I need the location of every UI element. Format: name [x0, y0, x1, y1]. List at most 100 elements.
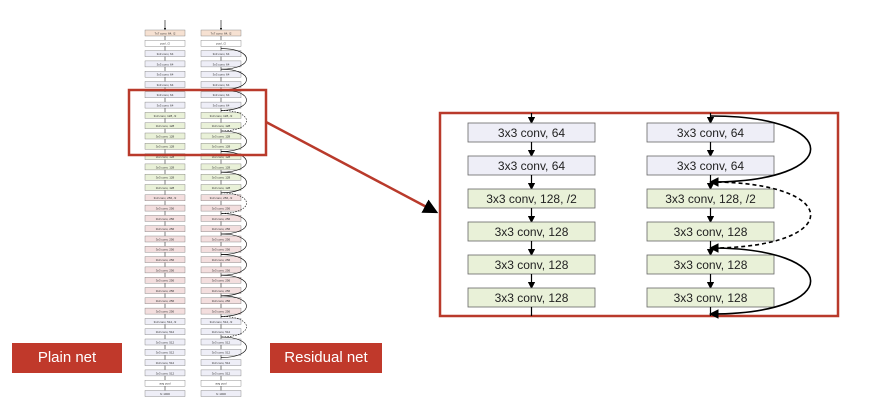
residual-net-label: Residual net [270, 343, 382, 373]
layer-label: 3x3 conv, 64 [213, 104, 230, 108]
layer-label: 3x3 conv, 128, /2 [486, 192, 577, 206]
layer-label: 3x3 conv, 256 [212, 227, 231, 231]
shortcut-arrow [220, 274, 247, 297]
layer-label: 3x3 conv, 512 [156, 351, 175, 355]
layer-label: 3x3 conv, 64 [213, 93, 230, 97]
layer-label: 3x3 conv, 128 [156, 155, 175, 159]
layer-label: 3x3 conv, 256 [212, 289, 231, 293]
layer-label: 3x3 conv, 256 [156, 217, 175, 221]
layer-label: 3x3 conv, 128 [156, 176, 175, 180]
layer-label: 3x3 conv, 128 [212, 186, 231, 190]
layer-label: pool, /2 [216, 42, 226, 46]
layer-label: 3x3 conv, 512 [212, 330, 231, 334]
layer-label: 3x3 conv, 64 [157, 52, 174, 56]
shortcut-arrow [220, 48, 247, 70]
layer-label: 3x3 conv, 64 [157, 83, 174, 87]
layer-label: 3x3 conv, 256 [156, 310, 175, 314]
shortcut-arrow [220, 110, 247, 132]
layer-label: 3x3 conv, 512 [212, 371, 231, 375]
layer-label: 3x3 conv, 128 [212, 134, 231, 138]
layer-label: 3x3 conv, 256, /2 [154, 196, 177, 200]
plain-net-label: Plain net [12, 343, 122, 373]
zoom-frame [438, 111, 840, 318]
layer-label: 3x3 conv, 256 [156, 258, 175, 262]
layer-label: 3x3 conv, 256 [212, 310, 231, 314]
residual-net-stack: 7x7 conv, 64, /2 pool, /2 3x3 conv, 64 3x3 … [200, 20, 247, 397]
layer-label: 3x3 conv, 128 [212, 176, 231, 180]
layer-label: 3x3 conv, 128, /2 [154, 114, 177, 118]
layer-label: 3x3 conv, 128 [495, 291, 569, 305]
layer-label: fc 1000 [160, 392, 170, 396]
layer-label: 3x3 conv, 128 [156, 134, 175, 138]
layer-label: 3x3 conv, 512, /2 [154, 320, 177, 324]
layer-label: 3x3 conv, 64 [213, 52, 230, 56]
layer-label: 3x3 conv, 256 [212, 279, 231, 283]
shortcut-arrow [220, 171, 247, 194]
layer-label: 3x3 conv, 128 [674, 291, 748, 305]
layer-label: 3x3 conv, 128 [674, 225, 748, 239]
layer-label: 3x3 conv, 64 [677, 159, 744, 173]
layer-label: 3x3 conv, 256 [156, 248, 175, 252]
layer-block [144, 390, 186, 397]
plain-net-stack: 7x7 conv, 64, /2 pool, /2 3x3 conv, 64 3x3 … [144, 20, 186, 397]
layer-label: 3x3 conv, 128, /2 [665, 192, 756, 206]
layer-label: 3x3 conv, 512 [156, 361, 175, 365]
layer-label: fc 1000 [216, 392, 226, 396]
layer-label: 3x3 conv, 256 [212, 299, 231, 303]
layer-label: 3x3 conv, 256 [156, 299, 175, 303]
layer-label: 3x3 conv, 128 [495, 225, 569, 239]
layer-label: 3x3 conv, 128 [212, 124, 231, 128]
shortcut-arrow [220, 295, 247, 317]
shortcut-arrow [220, 316, 247, 338]
layer-label: 3x3 conv, 64 [157, 62, 174, 66]
layer-label: 7x7 conv, 64, /2 [211, 31, 232, 35]
zoom-connector [265, 120, 439, 214]
layer-label: 3x3 conv, 128 [156, 165, 175, 169]
layer-label: 3x3 conv, 64 [498, 126, 565, 140]
layer-label: pool, /2 [160, 42, 170, 46]
layer-label: 3x3 conv, 64 [213, 83, 230, 87]
shortcut-arrow [708, 181, 812, 253]
layer-label: 3x3 conv, 512 [212, 351, 231, 355]
layer-label: 3x3 conv, 64 [213, 73, 230, 77]
layer-label: 3x3 conv, 256, /2 [210, 196, 233, 200]
layer-label: 3x3 conv, 256 [156, 268, 175, 272]
layer-label: 3x3 conv, 512 [156, 330, 175, 334]
layer-label: 3x3 conv, 256 [212, 237, 231, 241]
shortcut-arrow [708, 115, 812, 187]
highlight-region [127, 88, 439, 214]
layer-label: 3x3 conv, 512, /2 [210, 320, 233, 324]
layer-label: avg pool [159, 382, 171, 386]
zoom-panel: 3x3 conv, 64 3x3 conv, 64 3x3 conv, 128, /… [438, 111, 840, 319]
layer-label: 3x3 conv, 512 [156, 340, 175, 344]
layer-label: 3x3 conv, 256 [212, 207, 231, 211]
shortcut-arrow [220, 192, 247, 214]
layer-label: 3x3 conv, 128 [674, 258, 748, 272]
layer-label: 3x3 conv, 128 [156, 124, 175, 128]
layer-label: avg pool [215, 382, 227, 386]
layer-label: 3x3 conv, 128 [212, 165, 231, 169]
layer-label: 3x3 conv, 256 [156, 207, 175, 211]
layer-label: 3x3 conv, 512 [212, 361, 231, 365]
layer-label: 3x3 conv, 128 [495, 258, 569, 272]
shortcut-arrow [708, 247, 812, 319]
layer-label: 3x3 conv, 128 [156, 186, 175, 190]
shortcut-arrow [220, 233, 247, 255]
layer-label: 7x7 conv, 64, /2 [155, 31, 176, 35]
layer-label: 3x3 conv, 128 [212, 155, 231, 159]
layer-label: 3x3 conv, 512 [212, 340, 231, 344]
layer-label: 3x3 conv, 64 [498, 159, 565, 173]
layer-label: 3x3 conv, 256 [156, 279, 175, 283]
shortcut-arrow [220, 130, 247, 152]
shortcut-arrow [220, 254, 247, 276]
layer-label: 3x3 conv, 64 [157, 93, 174, 97]
layer-label: 3x3 conv, 256 [212, 258, 231, 262]
layer-label: 3x3 conv, 256 [212, 248, 231, 252]
layer-label: 3x3 conv, 256 [156, 237, 175, 241]
layer-label: 3x3 conv, 64 [157, 104, 174, 108]
layer-label: 3x3 conv, 128, /2 [210, 114, 233, 118]
layer-label: 3x3 conv, 64 [677, 126, 744, 140]
layer-label: 3x3 conv, 256 [156, 289, 175, 293]
shortcut-arrow [220, 336, 247, 358]
